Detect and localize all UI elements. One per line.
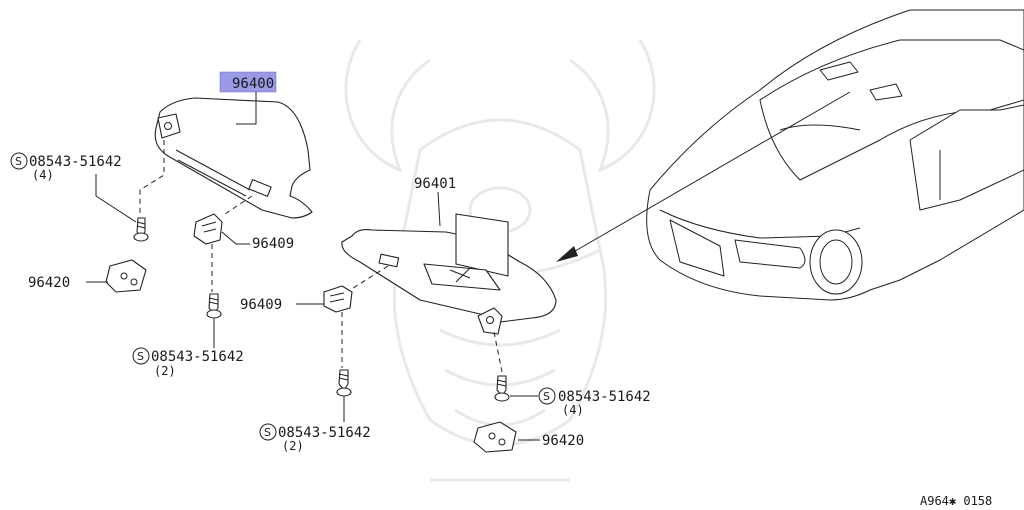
standard-part-symbol (538, 387, 556, 405)
screw-callout-b[interactable]: S 08543-51642 (2) (132, 347, 244, 378)
screw-center[interactable] (336, 369, 352, 397)
screw-quantity: (2) (154, 364, 176, 378)
screw-right[interactable] (494, 375, 510, 402)
callout-96401[interactable]: 96401 (414, 176, 456, 192)
direction-arrow (556, 91, 851, 262)
screw-part-number: 08543-51642 (558, 389, 651, 405)
svg-text:S: S (137, 350, 144, 363)
selected-part-highlight (219, 71, 277, 93)
callout-96409-mid[interactable]: 96409 (240, 297, 282, 313)
svg-text:S: S (543, 390, 550, 403)
screw-quantity: (4) (32, 168, 54, 182)
leader-96409-top (221, 231, 250, 245)
standard-part-symbol (259, 423, 277, 441)
visor-holder-mid[interactable] (323, 285, 353, 313)
car-illustration (646, 9, 1024, 301)
screw-callout-c[interactable]: S 08543-51642 (2) (259, 423, 371, 453)
screw-mid-left[interactable] (206, 293, 222, 319)
leader-96400 (236, 92, 257, 125)
screw-top-left[interactable] (133, 217, 149, 242)
callout-96420-right[interactable]: 96420 (542, 433, 584, 449)
svg-text:S: S (15, 155, 22, 168)
screw-part-number: 08543-51642 (151, 349, 244, 365)
sun-visor-right[interactable] (154, 97, 313, 219)
screw-part-number: 08543-51642 (278, 425, 371, 441)
callout-96400[interactable]: 96400 (232, 76, 274, 92)
screw-part-number: 08543-51642 (29, 154, 122, 170)
screw-callout-d[interactable]: S 08543-51642 (4) (538, 387, 651, 417)
screw-quantity: (2) (282, 439, 304, 453)
sun-visor-left[interactable] (341, 213, 557, 335)
standard-part-symbol (10, 152, 28, 170)
callout-96409-top[interactable]: 96409 (252, 236, 294, 252)
standard-part-symbol (132, 347, 150, 365)
leader-96401 (437, 191, 441, 227)
visor-clip-right[interactable] (473, 421, 517, 453)
screw-quantity: (4) (562, 403, 584, 417)
visor-clip-left[interactable] (105, 259, 147, 293)
diagram-code: A964✱ 0158 (920, 494, 992, 508)
leader-screw-a (95, 174, 137, 223)
svg-text:S: S (264, 426, 271, 439)
screw-callout-a[interactable]: S 08543-51642 (4) (10, 152, 122, 182)
callout-96420-left[interactable]: 96420 (28, 275, 70, 291)
visor-holder-top[interactable] (193, 213, 223, 245)
